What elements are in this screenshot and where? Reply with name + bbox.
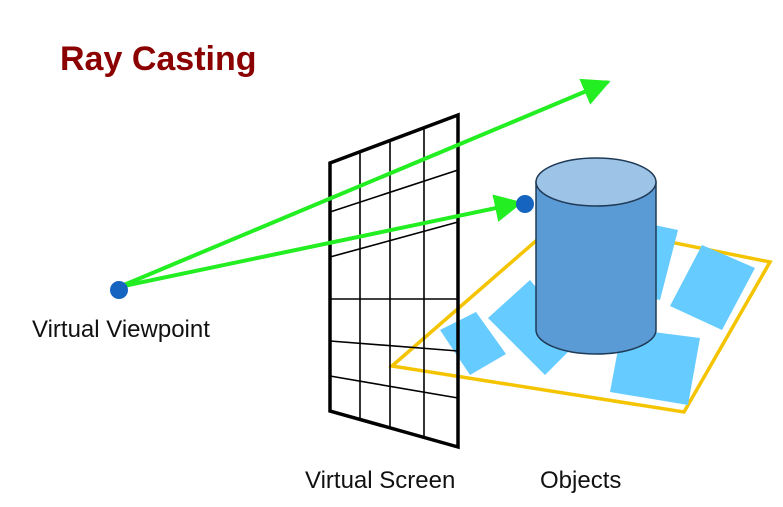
diagram-title: Ray Casting: [60, 40, 257, 78]
ray-hit: [118, 194, 523, 289]
virtual-viewpoint-label: Virtual Viewpoint: [32, 316, 210, 343]
cylinder-object: [535, 157, 657, 355]
virtual-screen-grid: [329, 128, 459, 437]
rays: [118, 78, 611, 289]
virtual-screen-label: Virtual Screen: [305, 467, 456, 494]
viewpoint-dot: [110, 281, 128, 299]
hit-point-dot: [516, 195, 534, 213]
object-tile-2: [488, 280, 580, 375]
cylinder-top: [535, 157, 657, 207]
ray-miss: [118, 78, 611, 289]
object-tile-4: [670, 245, 755, 330]
ground-plane-outline: [388, 218, 773, 414]
virtual-screen-frame: [328, 112, 460, 450]
objects-label: Objects: [540, 467, 622, 494]
virtual-screen: [328, 112, 460, 450]
cylinder-body: [535, 181, 657, 355]
